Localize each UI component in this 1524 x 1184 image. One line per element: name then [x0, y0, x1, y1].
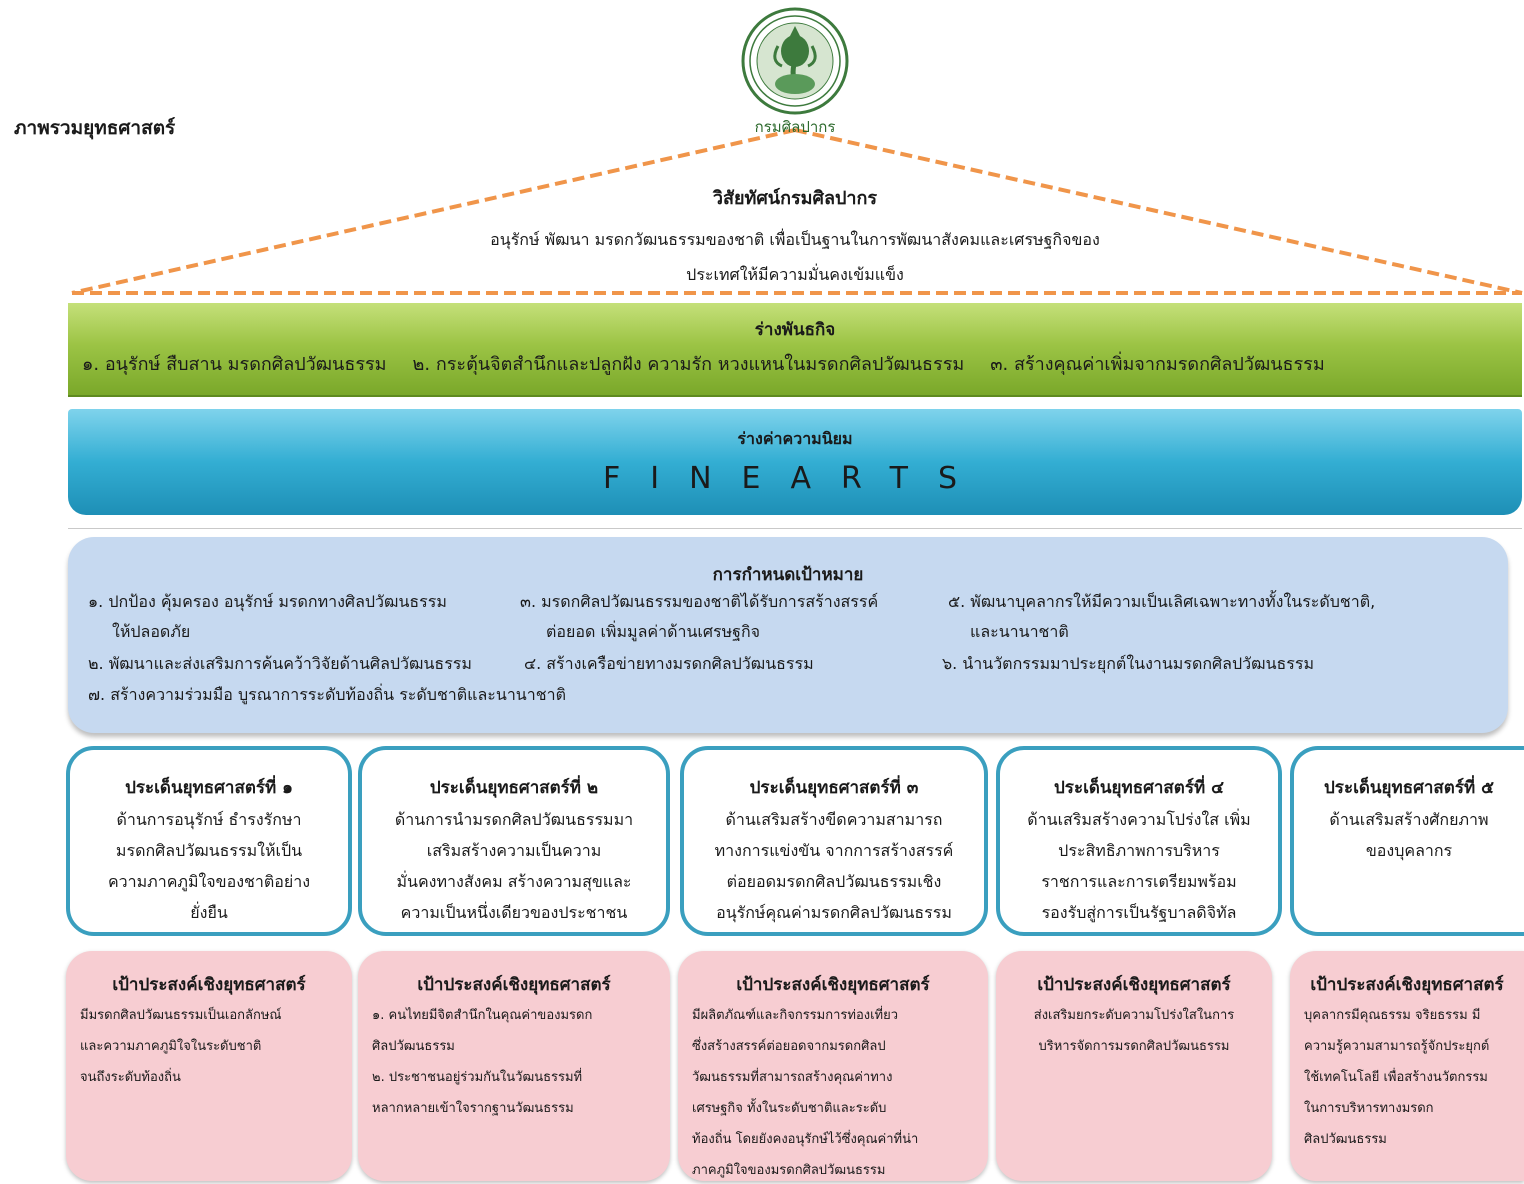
strategic-issue-line: อนุรักษ์คุณค่ามรดกศิลปวัฒนธรรม: [716, 903, 952, 922]
ganesha-seal-icon: [741, 7, 849, 115]
strategic-objective-2: เป้าประสงค์เชิงยุทธศาสตร์ ๑. คนไทยมีจิตส…: [358, 951, 670, 1181]
objective-line: ซึ่งสร้างสรรค์ต่อยอดจากมรดกศิลป: [692, 1039, 886, 1054]
strategic-objective-5: เป้าประสงค์เชิงยุทธศาสตร์ บุคลากรมีคุณธร…: [1290, 951, 1524, 1181]
objective-line: ภาคภูมิใจของมรดกศิลปวัฒนธรรม: [692, 1163, 886, 1178]
strategic-issue-line: เสริมสร้างความเป็นความ: [426, 841, 602, 860]
strategic-issue-line: ด้านเสริมสร้างความโปร่งใส เพิ่ม: [1027, 810, 1251, 829]
strategic-issue-line: รองรับสู่การเป็นรัฐบาลดิจิทัล: [1041, 903, 1237, 922]
strategic-issue-line: มั่นคงทางสังคม สร้างความสุขและ: [396, 872, 632, 891]
objective-line: ในการบริหารทางมรดก: [1304, 1101, 1434, 1116]
strategic-issue-line: ต่อยอดมรดกศิลปวัฒนธรรมเชิง: [726, 872, 942, 891]
objective-title: เป้าประสงค์เชิงยุทธศาสตร์: [736, 975, 930, 995]
mission-title: ร่างพันธกิจ: [754, 320, 836, 340]
goal-7: ๗. สร้างความร่วมมือ บูรณาการระดับท้องถิ่…: [88, 685, 566, 704]
goals-title: การกำหนดเป้าหมาย: [712, 565, 864, 585]
objective-line: จนถึงระดับท้องถิ่น: [80, 1070, 181, 1085]
strategic-objective-3: เป้าประสงค์เชิงยุทธศาสตร์ มีผลิตภัณฑ์และ…: [678, 951, 988, 1181]
objective-title: เป้าประสงค์เชิงยุทธศาสตร์: [417, 975, 611, 995]
values-bar: ร่างค่าความนิยม FINEARTS: [68, 409, 1522, 515]
objective-line: ๒. ประชาชนอยู่ร่วมกันในวัฒนธรรมที่: [372, 1070, 583, 1085]
page-title: ภาพรวมยุทธศาสตร์: [14, 117, 176, 139]
strategic-issue-line: ด้านการอนุรักษ์ ธำรงรักษา: [116, 810, 302, 829]
strategic-issue-line: ความเป็นหนึ่งเดียวของประชาชน: [400, 903, 628, 922]
values-acronym: FINEARTS: [602, 461, 988, 496]
mission-item-2: ๒. กระตุ้นจิตสำนึกและปลูกฝัง ความรัก หวง…: [412, 354, 965, 375]
vision-text-line-1: อนุรักษ์ พัฒนา มรดกวัฒนธรรมของชาติ เพื่อ…: [490, 230, 1100, 249]
divider: [68, 528, 1522, 529]
objective-line: เศรษฐกิจ ทั้งในระดับชาติและระดับ: [692, 1101, 887, 1116]
vision-title: วิสัยทัศน์กรมศิลปากร: [712, 188, 878, 209]
goal-6: ๖. นำนวัตกรรมมาประยุกต์ในงานมรดกศิลปวัฒน…: [942, 654, 1315, 673]
objective-title: เป้าประสงค์เชิงยุทธศาสตร์: [1037, 975, 1231, 995]
strategic-issue-line: ยั่งยืน: [190, 903, 228, 922]
strategic-issue-5: ประเด็นยุทธศาสตร์ที่ ๕ ด้านเสริมสร้างศัก…: [1290, 746, 1524, 936]
strategic-objective-1: เป้าประสงค์เชิงยุทธศาสตร์ มีมรดกศิลปวัฒน…: [66, 951, 352, 1181]
objective-line: ใช้เทคโนโลยี เพื่อสร้างนวัตกรรม: [1304, 1070, 1488, 1085]
goal-1-line-2: ให้ปลอดภัย: [112, 622, 191, 641]
objective-line: มีผลิตภัณฑ์และกิจกรรมการท่องเที่ยว: [692, 1008, 899, 1023]
objective-line: ๑. คนไทยมีจิตสำนึกในคุณค่าของมรดก: [372, 1008, 593, 1023]
goal-1-line-1: ๑. ปกป้อง คุ้มครอง อนุรักษ์ มรดกทางศิลปว…: [88, 592, 447, 611]
strategic-issue-line: ความภาคภูมิใจของชาติอย่าง: [107, 872, 311, 891]
strategic-issue-title: ประเด็นยุทธศาสตร์ที่ ๒: [429, 778, 599, 798]
objective-line: วัฒนธรรมที่สามารถสร้างคุณค่าทาง: [692, 1070, 893, 1085]
strategic-issue-line: ทางการแข่งขัน จากการสร้างสรรค์: [714, 841, 954, 860]
strategic-issue-title: ประเด็นยุทธศาสตร์ที่ ๔: [1054, 778, 1224, 798]
goal-3-line-2: ต่อยอด เพิ่มมูลค่าด้านเศรษฐกิจ: [546, 622, 761, 641]
goal-3-line-1: ๓. มรดกศิลปวัฒนธรรมของชาติได้รับการสร้าง…: [520, 592, 879, 611]
strategic-issue-line: ประสิทธิภาพการบริหาร: [1058, 841, 1220, 860]
goal-5-line-2: และนานาชาติ: [970, 622, 1069, 641]
objective-line: ศิลปวัฒนธรรม: [1304, 1132, 1387, 1147]
strategic-issue-line: ของบุคลากร: [1365, 841, 1453, 860]
strategic-issue-line: ด้านเสริมสร้างขีดความสามารถ: [725, 810, 943, 829]
goal-5-line-1: ๕. พัฒนาบุคลากรให้มีความเป็นเลิศเฉพาะทาง…: [948, 592, 1376, 611]
mission-item-3: ๓. สร้างคุณค่าเพิ่มจากมรดกศิลปวัฒนธรรม: [990, 354, 1325, 375]
mission-items: ๑. อนุรักษ์ สืบสาน มรดกศิลปวัฒนธรรม ๒. ก…: [82, 349, 1512, 378]
vision-text-line-2: ประเทศให้มีความมั่นคงเข้มแข็ง: [686, 265, 904, 284]
mission-item-1: ๑. อนุรักษ์ สืบสาน มรดกศิลปวัฒนธรรม: [82, 354, 387, 375]
strategic-issue-4: ประเด็นยุทธศาสตร์ที่ ๔ ด้านเสริมสร้างควา…: [996, 746, 1282, 936]
objective-line: ความรู้ความสามารถรู้จักประยุกต์: [1304, 1039, 1490, 1054]
strategic-issue-title: ประเด็นยุทธศาสตร์ที่ ๕: [1324, 778, 1494, 798]
strategic-issue-3: ประเด็นยุทธศาสตร์ที่ ๓ ด้านเสริมสร้างขีด…: [680, 746, 988, 936]
objective-line: และความภาคภูมิใจในระดับชาติ: [80, 1039, 262, 1054]
values-title: ร่างค่าความนิยม: [737, 429, 853, 448]
objective-line: บริหารจัดการมรดกศิลปวัฒนธรรม: [1038, 1039, 1230, 1054]
objective-title: เป้าประสงค์เชิงยุทธศาสตร์: [1310, 975, 1504, 995]
strategic-issue-line: มรดกศิลปวัฒนธรรมให้เป็น: [115, 841, 303, 860]
strategic-issue-line: ด้านเสริมสร้างศักยภาพ: [1329, 810, 1489, 829]
objective-line: ท้องถิ่น โดยยังคงอนุรักษ์ไว้ซึ่งคุณค่าที…: [692, 1132, 919, 1147]
objective-line: ศิลปวัฒนธรรม: [372, 1039, 455, 1054]
vision-roof-outline: [71, 128, 1523, 295]
strategic-objective-4: เป้าประสงค์เชิงยุทธศาสตร์ ส่งเสริมยกระดั…: [996, 951, 1272, 1181]
objective-line: ส่งเสริมยกระดับความโปร่งใสในการ: [1033, 1008, 1235, 1023]
strategic-issue-1: ประเด็นยุทธศาสตร์ที่ ๑ ด้านการอนุรักษ์ ธ…: [66, 746, 352, 936]
mission-bar: ร่างพันธกิจ ๑. อนุรักษ์ สืบสาน มรดกศิลปว…: [68, 303, 1522, 397]
goals-panel: การกำหนดเป้าหมาย ๑. ปกป้อง คุ้มครอง อนุร…: [68, 537, 1508, 733]
objective-title: เป้าประสงค์เชิงยุทธศาสตร์: [112, 975, 306, 995]
goal-2: ๒. พัฒนาและส่งเสริมการค้นคว้าวิจัยด้านศิ…: [88, 654, 472, 673]
strategic-issue-title: ประเด็นยุทธศาสตร์ที่ ๑: [125, 778, 293, 798]
strategic-issue-2: ประเด็นยุทธศาสตร์ที่ ๒ ด้านการนำมรดกศิลป…: [358, 746, 670, 936]
goal-4: ๔. สร้างเครือข่ายทางมรดกศิลปวัฒนธรรม: [524, 654, 814, 673]
strategic-issue-line: ราชการและการเตรียมพร้อม: [1041, 872, 1237, 891]
strategic-issue-line: ด้านการนำมรดกศิลปวัฒนธรรมมา: [394, 810, 634, 829]
objective-line: บุคลากรมีคุณธรรม จริยธรรม มี: [1304, 1008, 1481, 1023]
objective-line: มีมรดกศิลปวัฒนธรรมเป็นเอกลักษณ์: [80, 1008, 282, 1023]
strategic-issue-title: ประเด็นยุทธศาสตร์ที่ ๓: [749, 778, 919, 798]
logo-caption: กรมศิลปากร: [754, 118, 836, 136]
objective-line: หลากหลายเข้าใจรากฐานวัฒนธรรม: [372, 1101, 574, 1116]
